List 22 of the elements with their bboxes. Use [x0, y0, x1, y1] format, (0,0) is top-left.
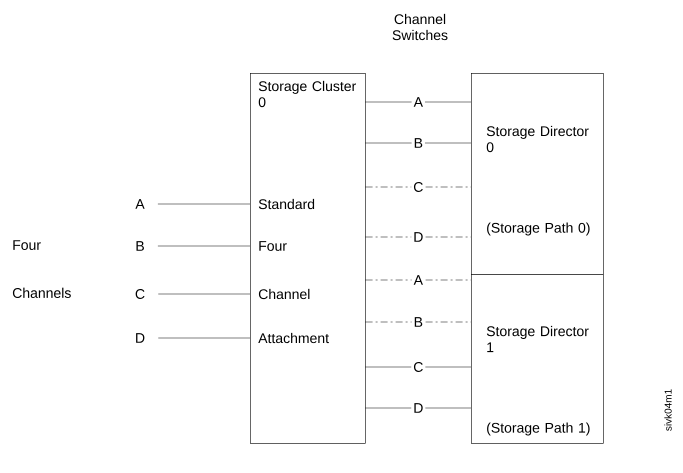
storage-director-box: Storage Director 0 (Storage Path 0) [471, 73, 604, 275]
channel-letter: D [136, 333, 144, 343]
storage-cluster-box: Storage Cluster 0 Standard Four Channel Attachment [250, 73, 366, 444]
edge-label: D [411, 401, 426, 415]
side-label: Four Channels [12, 240, 71, 298]
storage-director-box: Storage Director 1 (Storage Path 1) [471, 274, 604, 444]
connector-line [365, 236, 472, 238]
channel-letter: B [136, 241, 144, 251]
figure-id: sivk04m1 [664, 389, 672, 431]
channel-letter: A [135, 199, 145, 209]
edge-label: D [411, 230, 426, 244]
edge-label: C [411, 360, 426, 374]
connector-line [365, 186, 472, 188]
connector-line [365, 366, 472, 368]
connector-line [365, 142, 472, 144]
channel-letter: C [136, 289, 145, 299]
caption-text: Channel Switches [392, 14, 448, 40]
edge-label: C [411, 180, 426, 194]
edge-label: B [412, 315, 425, 329]
edge-label: A [412, 95, 425, 109]
edge-label: B [412, 136, 425, 150]
edge-label: A [412, 273, 425, 287]
